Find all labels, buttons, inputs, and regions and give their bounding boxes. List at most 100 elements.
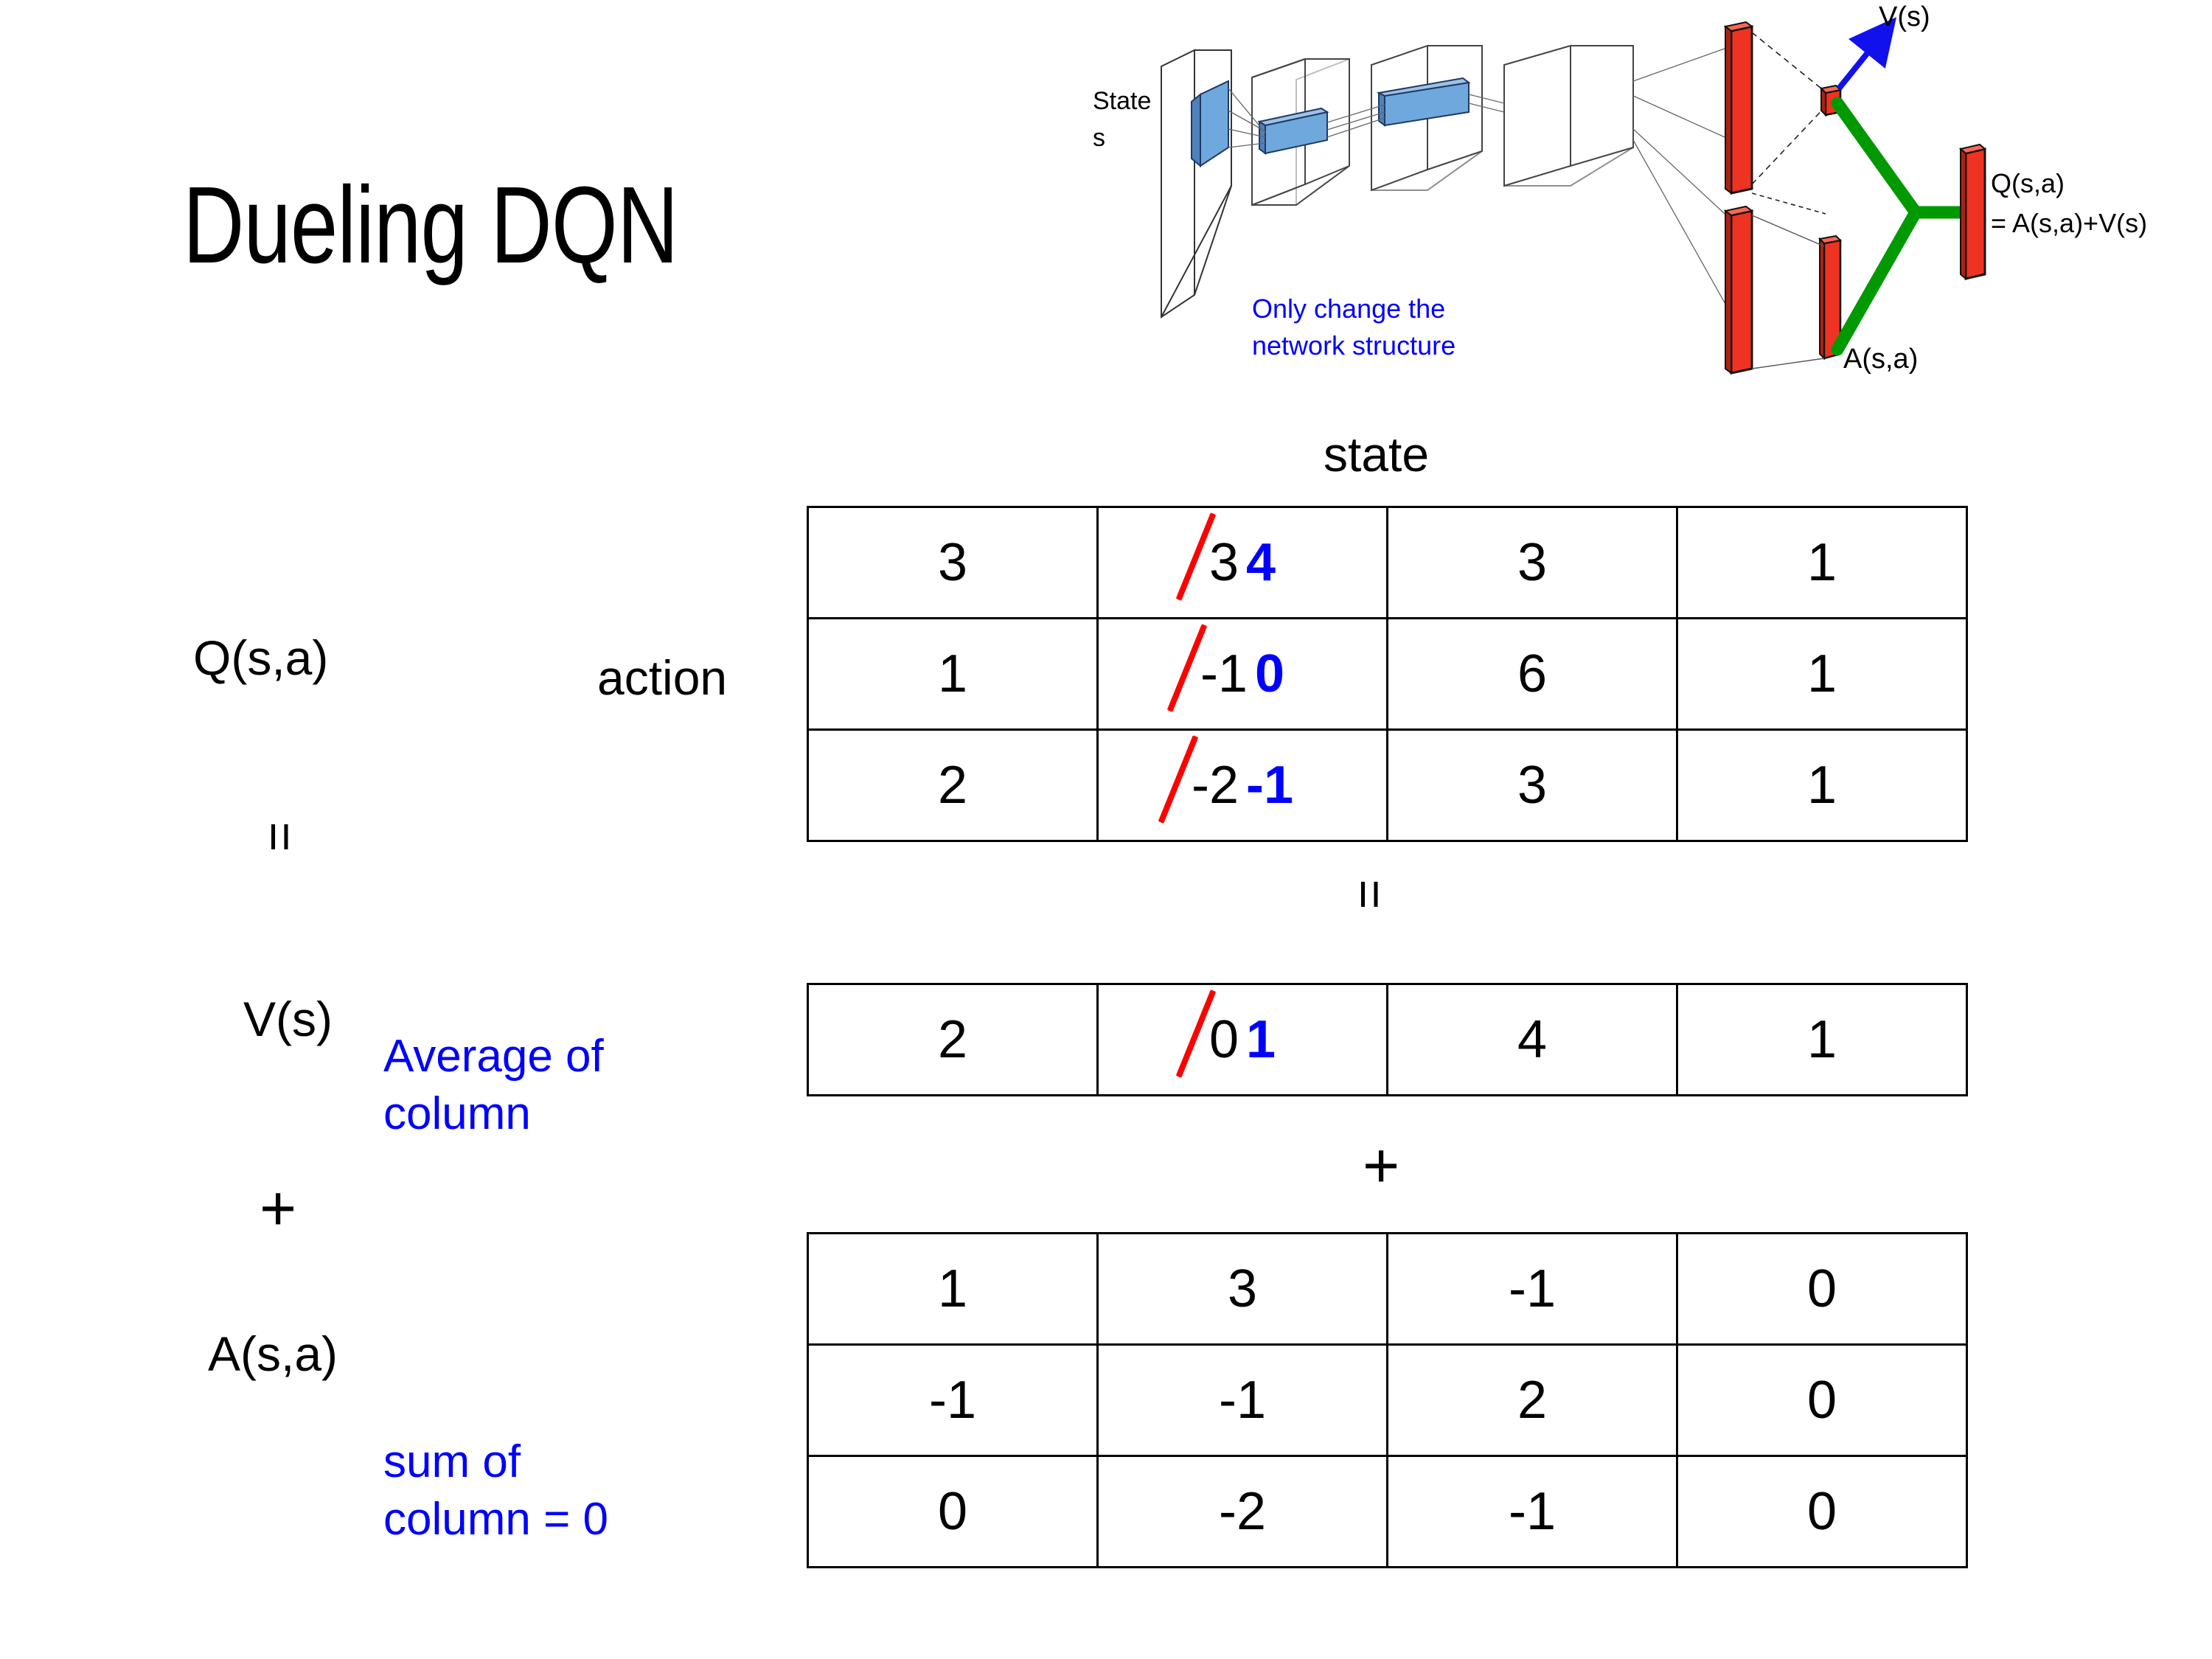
diagram-output-label-q: Q(s,a) xyxy=(1991,168,2065,198)
table-cell: 0 xyxy=(1676,1455,1968,1568)
table-cell: 1 xyxy=(1676,983,1968,1096)
cell-content: 2 xyxy=(809,985,1096,1094)
table-cell: 1 xyxy=(1676,506,1968,619)
table-cell: 1 xyxy=(1676,728,1968,842)
strikethrough-icon xyxy=(1166,624,1208,712)
table-cell: 0 xyxy=(1676,1232,1968,1346)
cell-value: 3 xyxy=(1517,533,1548,592)
table-cell: -2 xyxy=(1096,1455,1388,1568)
diagram-annotation-line1: Only change the xyxy=(1252,293,1446,324)
new-value: 1 xyxy=(1246,1010,1276,1069)
cell-content: 2 xyxy=(809,731,1096,840)
cell-value: 3 xyxy=(1517,756,1548,815)
new-value: -1 xyxy=(1246,756,1294,815)
table-cell: 3 xyxy=(807,506,1099,619)
new-value: 4 xyxy=(1246,533,1276,592)
table-cell: 4 xyxy=(1386,983,1678,1096)
cell-content: 0 xyxy=(1678,1457,1966,1566)
table-cell: 1 xyxy=(807,617,1099,731)
cell-content: 1 xyxy=(809,1234,1096,1343)
table-row: 0 -2 -1 0 xyxy=(807,1455,1968,1568)
table-cell: 6 xyxy=(1386,617,1678,731)
cell-value: 6 xyxy=(1517,644,1548,703)
cell-content: 3 xyxy=(1388,731,1676,840)
state-axis-label: state xyxy=(1324,427,1430,481)
average-note-line1: Average of xyxy=(383,1031,604,1082)
cell-value: 1 xyxy=(1806,756,1837,815)
cell-value: 0 xyxy=(937,1482,968,1541)
cell-value: 0 xyxy=(1806,1371,1837,1430)
table-cell: 1 xyxy=(1676,617,1968,731)
plus-operator-left: + xyxy=(260,1173,297,1244)
cell-value: -1 xyxy=(1508,1259,1557,1318)
new-value: 0 xyxy=(1254,644,1285,703)
table-row: 1 3 -1 0 xyxy=(807,1232,1968,1346)
cell-value: 1 xyxy=(1806,1010,1837,1069)
diagram-advantage-stream-label: A(s,a) xyxy=(1843,344,1919,375)
cell-content: 0 xyxy=(1678,1234,1966,1343)
cell-content: 4 xyxy=(1388,985,1676,1094)
cell-content: -1 xyxy=(809,1346,1096,1455)
table-cell: 2 xyxy=(1386,1343,1678,1457)
cell-content: 0 xyxy=(1678,1346,1966,1455)
table-cell: 2 xyxy=(807,983,1099,1096)
old-value-struck: -2 xyxy=(1158,735,1239,824)
diagram-input-label-s: s xyxy=(1093,124,1105,152)
q-function-label: Q(s,a) xyxy=(193,630,329,685)
cell-content: -1 xyxy=(1099,1346,1386,1455)
cell-value: 2 xyxy=(1517,1371,1548,1430)
table-cell: 3 xyxy=(1386,728,1678,842)
cell-value: 4 xyxy=(1517,1010,1548,1069)
cell-value: 2 xyxy=(937,756,968,815)
cell-value: 1 xyxy=(1806,533,1837,592)
old-value-struck: 3 xyxy=(1175,512,1239,601)
cell-content: -2 xyxy=(1099,1457,1386,1566)
sum-note-line1: sum of xyxy=(383,1436,521,1487)
strikethrough-icon xyxy=(1158,735,1199,824)
dueling-network-diagram: State s Only change the network structur… xyxy=(1084,0,2212,413)
cell-value: -1 xyxy=(1508,1482,1557,1541)
table-cell: -1 xyxy=(1386,1232,1678,1346)
table-cell: -1 xyxy=(1386,1455,1678,1568)
table-cell: 0 xyxy=(1676,1343,1968,1457)
table-cell: 0 xyxy=(807,1455,1099,1568)
cell-value: 3 xyxy=(1227,1259,1258,1318)
cell-value: 1 xyxy=(937,644,968,703)
cell-content: 3 xyxy=(809,508,1096,617)
old-value-struck: -1 xyxy=(1166,624,1248,712)
cell-value: -2 xyxy=(1218,1482,1267,1541)
diagram-annotation-line2: network structure xyxy=(1252,330,1456,361)
strikethrough-icon xyxy=(1175,512,1217,601)
average-note-line2: column xyxy=(383,1088,531,1139)
a-function-label: A(s,a) xyxy=(208,1326,338,1381)
cell-content: -1 xyxy=(1388,1234,1676,1343)
old-value-struck: 0 xyxy=(1175,990,1239,1078)
plus-operator-center: + xyxy=(1363,1130,1400,1201)
cell-content: 1 xyxy=(1678,508,1966,617)
cell-content: 1 xyxy=(809,619,1096,728)
page-title: Dueling DQN xyxy=(183,164,678,286)
v-function-label: V(s) xyxy=(243,992,333,1046)
strikethrough-icon xyxy=(1175,990,1217,1078)
cell-value: 2 xyxy=(937,1010,968,1069)
diagram-input-label-state: State xyxy=(1093,87,1152,115)
cell-content: -2-1 xyxy=(1099,731,1386,840)
table-cell: 1 xyxy=(807,1232,1099,1346)
cell-value: 1 xyxy=(937,1259,968,1318)
table-cell: 3 xyxy=(1386,506,1678,619)
cell-content: 6 xyxy=(1388,619,1676,728)
cell-content: 0 xyxy=(809,1457,1096,1566)
table-cell: -1 xyxy=(807,1343,1099,1457)
